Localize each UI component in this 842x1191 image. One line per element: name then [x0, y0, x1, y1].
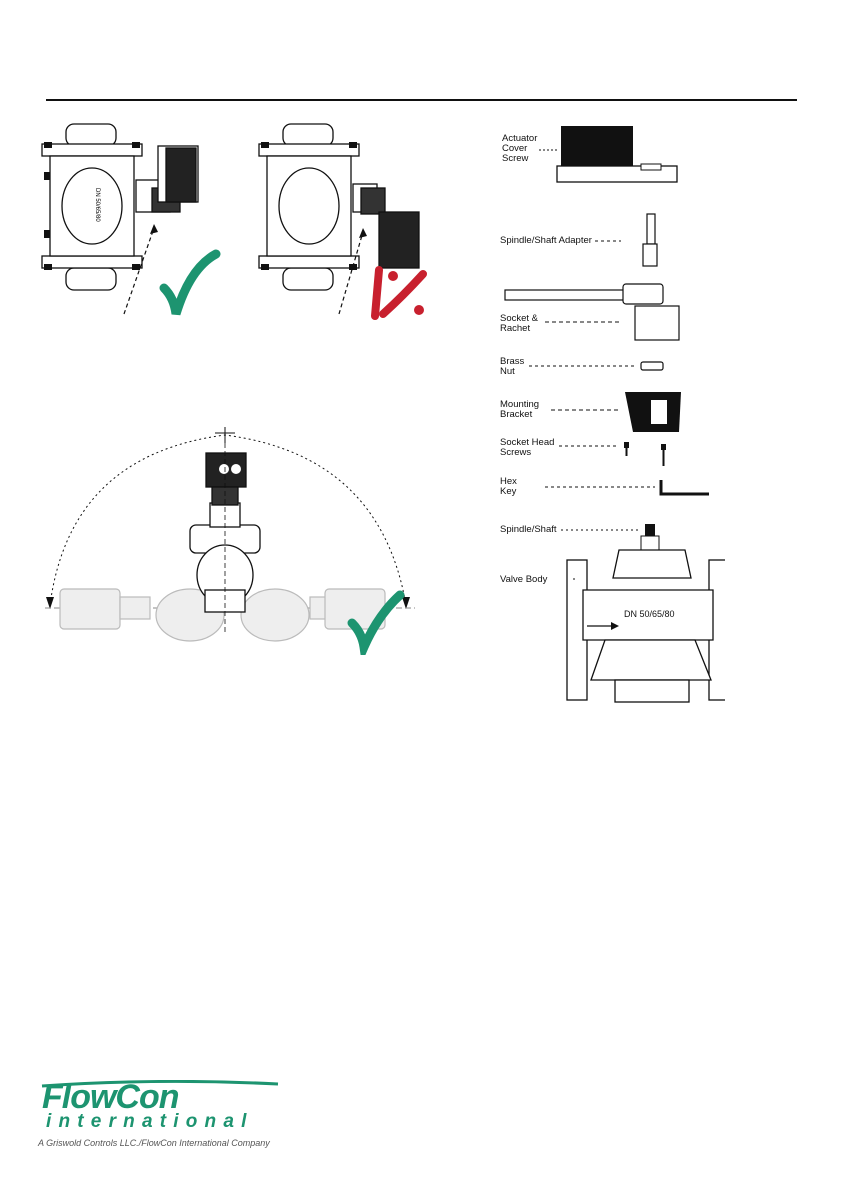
rotation-figure: [40, 425, 420, 655]
label-valve-body: Valve Body: [500, 575, 547, 585]
valve-figure-incorrect: [253, 118, 438, 323]
valve-figure-correct: DN 50/65/80: [36, 118, 221, 323]
label-spindle-shaft-adapter: Spindle/Shaft Adapter: [500, 236, 592, 246]
logo-tagline: A Griswold Controls LLC./FlowCon Interna…: [38, 1138, 270, 1148]
valve-size-label: DN 50/65/80: [624, 609, 675, 619]
label-socket-rachet: Socket & Rachet: [500, 314, 538, 334]
label-hex-key: Hex Key: [500, 477, 517, 497]
flowcon-logo: FlowCon international A Griswold Control…: [38, 1080, 288, 1150]
label-socket-head-screws: Socket Head Screws: [500, 438, 554, 458]
label-actuator-cover-screw: Actuator Cover Screw: [502, 134, 537, 164]
svg-text:DN 50/65/80: DN 50/65/80: [94, 188, 100, 222]
header-rule: [46, 99, 797, 101]
label-spindle-shaft: Spindle/Shaft: [500, 525, 557, 535]
logo-sub: international: [46, 1112, 254, 1132]
logo-brand: FlowCon: [42, 1080, 179, 1114]
label-brass-nut: Brass Nut: [500, 357, 524, 377]
label-mounting-bracket: Mounting Bracket: [500, 400, 539, 420]
